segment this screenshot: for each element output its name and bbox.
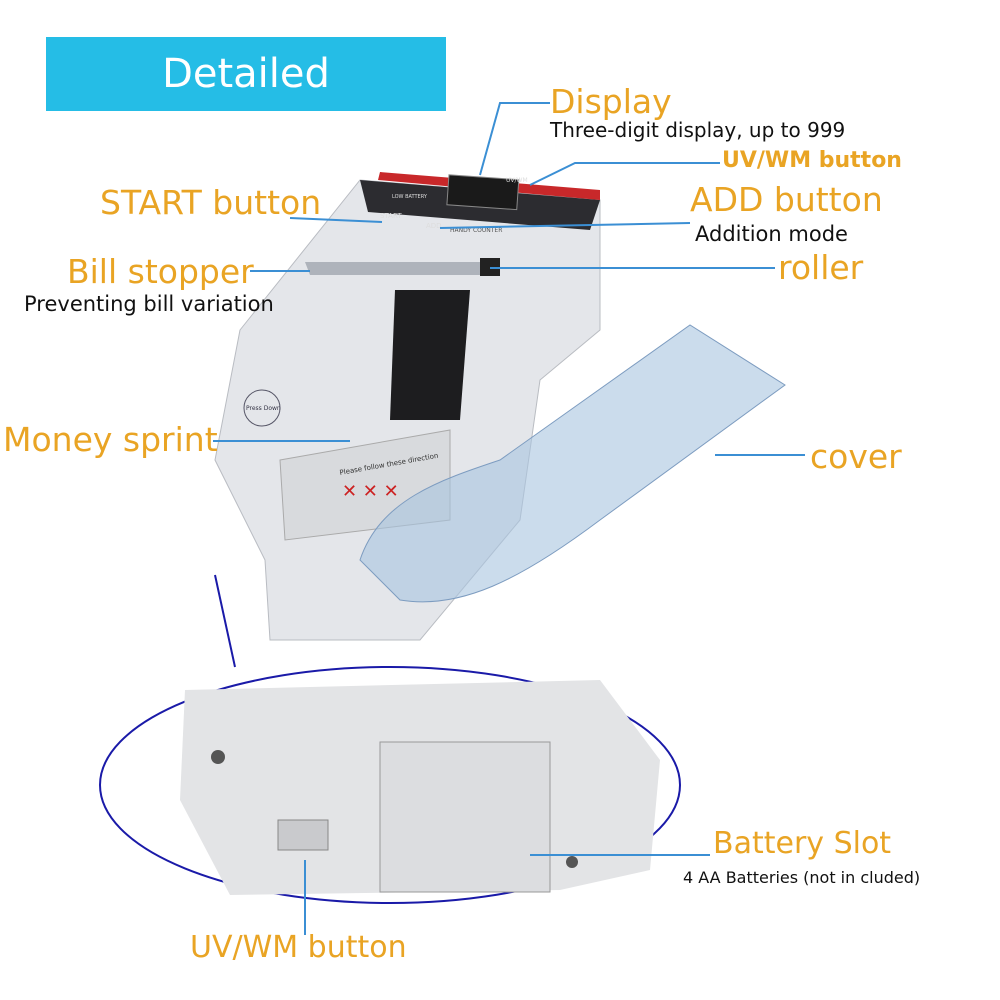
bill-stopper-bar (305, 262, 500, 275)
x-marks: ✕ ✕ ✕ (342, 481, 399, 502)
battery-slot-label: Battery Slot (713, 826, 892, 861)
brand-text: HANDY COUNTER (450, 227, 502, 234)
page-title: Detailed description (46, 37, 446, 171)
leader-lines (213, 102, 805, 935)
transparent-cover (359, 324, 786, 603)
battery-cover (379, 741, 551, 893)
uvwm-top-label: UV/WM button (722, 148, 902, 173)
low-battery-text: LOW BATTERY (392, 194, 428, 200)
uvwm-bottom-label: UV/WM button (190, 930, 407, 965)
uvwm-switch[interactable] (277, 819, 329, 851)
press-down-badge (243, 389, 281, 427)
display-window (446, 174, 520, 211)
bill-stopper-description: Preventing bill variation (24, 292, 274, 316)
display-label: Display (550, 82, 672, 121)
add-button-label: ADD button (690, 180, 883, 219)
roller-label: roller (778, 248, 864, 287)
bill-slot (390, 290, 470, 420)
add-key[interactable]: ADD (426, 222, 442, 230)
press-down-text: Press Down (246, 405, 281, 412)
start-key[interactable]: START (380, 212, 402, 220)
bill-stopper-label: Bill stopper (67, 252, 254, 291)
add-button-description: Addition mode (695, 222, 848, 246)
cover-label: cover (810, 437, 902, 476)
start-button-label: START button (100, 183, 322, 222)
screw-hole (566, 856, 578, 868)
money-sprint-label: Money sprint (3, 420, 218, 459)
screw-hole (211, 750, 225, 764)
battery-slot-description: 4 AA Batteries (not in cluded) (683, 868, 921, 887)
display-description: Three-digit display, up to 999 (550, 118, 846, 142)
ellipse-connector (214, 574, 236, 668)
uvwm-key[interactable]: UV/WM (506, 177, 528, 184)
detail-ellipse (99, 666, 681, 904)
